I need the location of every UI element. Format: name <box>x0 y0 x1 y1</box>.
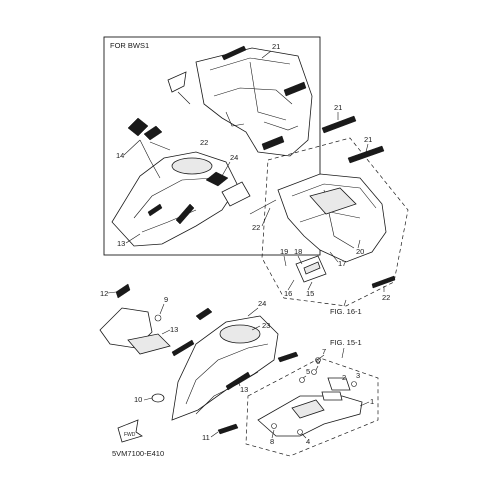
callout-7: 7 <box>322 347 326 356</box>
grommet-10 <box>151 393 165 403</box>
front-fender-side-panel <box>221 181 251 207</box>
callout-14: 14 <box>116 151 124 160</box>
fwd-arrow-sign: FWD <box>117 419 143 443</box>
screw-7 <box>315 357 321 363</box>
front-fender-side-stripe <box>171 339 195 357</box>
callout-22-inset: 22 <box>200 138 208 147</box>
callout-6: 6 <box>316 357 320 366</box>
front-fender-bracket <box>257 395 363 437</box>
fwd-label: FWD <box>124 432 136 438</box>
callout-9: 9 <box>164 295 168 304</box>
decal-12 <box>115 283 131 299</box>
rear-fender-assembly-outline <box>261 137 409 307</box>
callout-22-lower: 22 <box>382 293 390 302</box>
nut-4 <box>297 429 303 435</box>
callout-24-main: 24 <box>258 299 266 308</box>
bws1-box-title: FOR BWS1 <box>110 41 149 50</box>
front-fender-main <box>171 315 279 421</box>
callout-17: 17 <box>338 259 346 268</box>
callout-12: 12 <box>100 289 108 298</box>
bolt-3 <box>351 381 357 387</box>
callout-2: 2 <box>342 373 346 382</box>
drawing-code: 5VM7100-E410 <box>112 449 164 458</box>
rear-fender-bws1 <box>195 47 313 157</box>
rear-fender-stripe-line <box>249 199 277 215</box>
front-emblem-bracket <box>127 333 171 355</box>
callout-16: 16 <box>284 289 292 298</box>
rear-fender-main <box>277 173 387 263</box>
front-fender-lower-stripe <box>225 371 251 391</box>
decal-11 <box>217 423 239 435</box>
front-fender-bws1 <box>111 151 239 247</box>
callout-10: 10 <box>134 395 142 404</box>
reflector-plate <box>167 71 187 93</box>
callout-23: 23 <box>262 321 270 330</box>
callout-24-inset: 24 <box>230 153 238 162</box>
front-hardware-outline <box>245 357 379 457</box>
callout-22-mid: 22 <box>252 223 260 232</box>
rear-fender-decal-upper <box>321 115 357 134</box>
callout-18: 18 <box>294 247 302 256</box>
callout-19: 19 <box>280 247 288 256</box>
fig-ref-front: FIG. 15-1 <box>330 338 362 347</box>
screw-8 <box>271 423 277 429</box>
callout-3: 3 <box>356 371 360 380</box>
rear-fender-graphic-side <box>283 81 307 97</box>
rear-fender-graphic-lower <box>261 135 285 151</box>
front-hardware-stripe <box>277 351 299 363</box>
callout-13-inset: 13 <box>117 239 125 248</box>
callout-15: 15 <box>306 289 314 298</box>
callout-13-lower: 13 <box>240 385 248 394</box>
rear-fender-decal-mid <box>347 145 385 164</box>
callout-13-upper: 13 <box>170 325 178 334</box>
bws1-inset-frame <box>103 36 321 256</box>
fig-ref-rear: FIG. 16-1 <box>330 307 362 316</box>
front-fender-stripe <box>175 203 195 225</box>
front-fender-stripe-2 <box>147 203 163 217</box>
callout-21-upper: 21 <box>334 103 342 112</box>
rear-fender-decal-lower <box>371 275 396 289</box>
screw-6 <box>311 369 317 375</box>
callout-5: 5 <box>306 367 310 376</box>
washer-5 <box>299 377 305 383</box>
callout-11: 11 <box>202 433 210 442</box>
rear-fender-graphic-top <box>221 45 247 61</box>
callout-21-mid: 21 <box>364 135 372 144</box>
callout-21-inset: 21 <box>272 42 280 51</box>
front-emblem-upper <box>127 117 149 137</box>
callout-4: 4 <box>306 437 310 446</box>
front-fender-top-graphic <box>195 307 213 321</box>
rubber-cushion <box>327 377 351 391</box>
callout-1: 1 <box>370 397 374 406</box>
collar <box>321 391 343 401</box>
callout-8: 8 <box>270 437 274 446</box>
bolt-9 <box>154 314 162 322</box>
callout-20: 20 <box>356 247 364 256</box>
front-emblem-lower <box>143 125 163 141</box>
